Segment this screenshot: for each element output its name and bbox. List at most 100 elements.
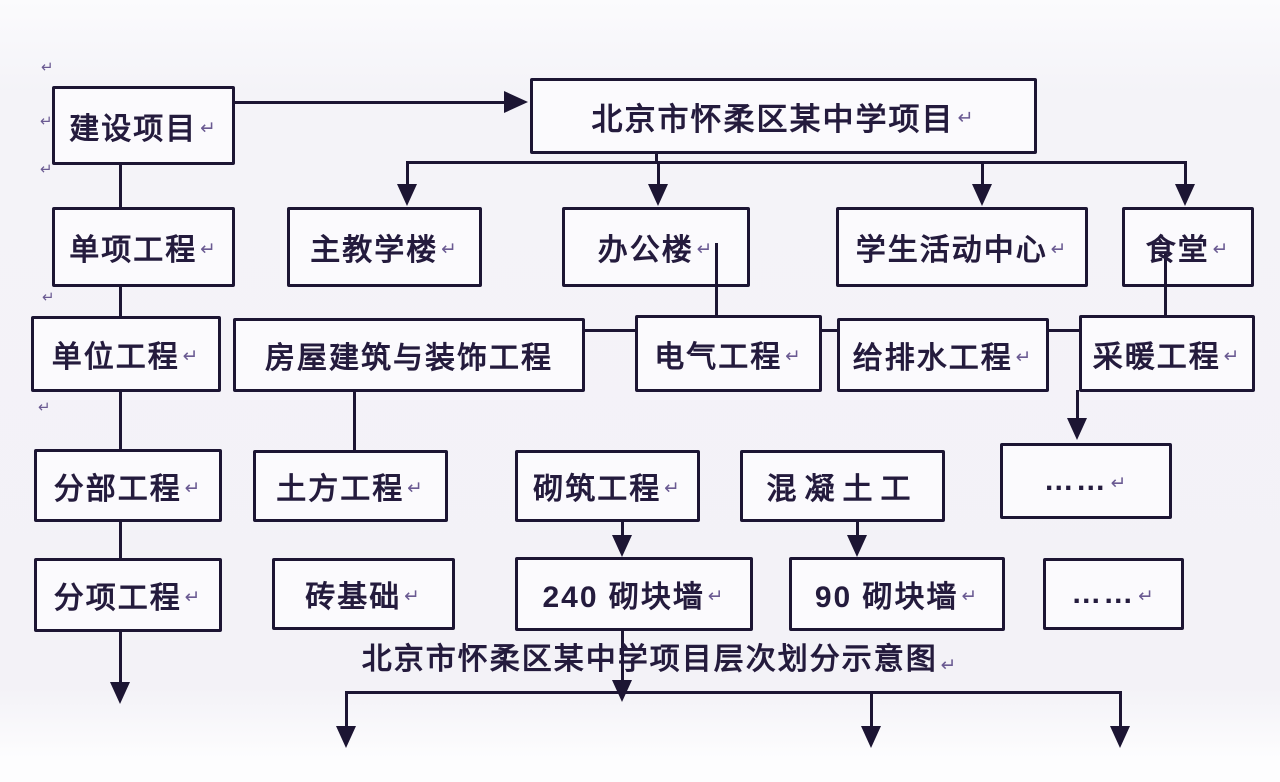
arrow-down-icon — [612, 535, 632, 557]
box-label: 90 砌块墙 — [814, 581, 959, 614]
connector-line — [585, 329, 635, 332]
box-label: 电气工程 — [654, 340, 783, 374]
box-label: 砖基础 — [305, 581, 402, 614]
connector-line — [119, 390, 122, 449]
box-label: 食堂 — [1145, 234, 1210, 267]
connector-line — [345, 691, 1122, 694]
box-90-block-wall: 90 砌块墙↵ — [789, 557, 1005, 631]
box-label: 混凝土工 — [766, 473, 919, 506]
arrow-down-icon — [1175, 184, 1195, 206]
line-break-mark: ↵ — [184, 476, 203, 498]
box-label: 采暖工程 — [1092, 340, 1221, 374]
line-break-mark: ↵ — [404, 585, 422, 606]
connector-line — [655, 152, 658, 164]
connector-line — [407, 161, 1187, 164]
line-break-mark: ↵ — [1212, 238, 1231, 259]
arrow-down-icon — [110, 682, 130, 704]
connector-line — [1049, 329, 1079, 332]
arrow-down-icon — [972, 184, 992, 206]
connector-line — [870, 691, 873, 727]
box-concrete-works: 混凝土工 — [740, 450, 945, 522]
line-break-mark: ↵ — [1138, 585, 1156, 606]
box-240-block-wall: 240 砌块墙↵ — [515, 557, 753, 631]
connector-line — [119, 163, 122, 208]
box-office-building: 办公楼↵ — [562, 207, 750, 287]
line-break-mark: ↵ — [696, 238, 715, 259]
connector-line — [1119, 691, 1122, 727]
box-label: 给排水工程 — [852, 342, 1013, 375]
box-ellipsis-2: ……↵ — [1043, 558, 1184, 630]
line-break-mark: ↵ — [40, 113, 53, 130]
line-break-mark: ↵ — [1015, 346, 1034, 367]
box-masonry-works: 砌筑工程↵ — [515, 450, 700, 522]
line-break-mark: ↵ — [707, 585, 726, 606]
connector-line — [1164, 252, 1167, 318]
box-label: …… — [1043, 464, 1108, 497]
box-canteen: 食堂↵ — [1122, 207, 1254, 287]
connector-line — [715, 243, 718, 318]
box-divisional-works: 分部工程↵ — [34, 449, 222, 522]
box-water-supply-drainage-works: 给排水工程↵ — [837, 318, 1049, 392]
connector-line — [657, 161, 660, 187]
box-label: 单项工程 — [69, 234, 198, 267]
connector-line — [406, 161, 409, 187]
box-label: …… — [1071, 577, 1136, 610]
line-break-mark: ↵ — [940, 654, 959, 675]
box-label: 分部工程 — [53, 472, 182, 506]
box-label: 北京市怀柔区某中学项目 — [591, 101, 955, 137]
box-student-activity-center: 学生活动中心↵ — [836, 207, 1088, 287]
line-break-mark: ↵ — [785, 344, 803, 366]
line-break-mark: ↵ — [407, 477, 425, 498]
line-break-mark: ↵ — [441, 238, 459, 259]
connector-line — [621, 521, 624, 537]
arrow-right-icon — [504, 91, 528, 113]
line-break-mark: ↵ — [182, 345, 201, 366]
box-label: 单位工程 — [51, 341, 180, 374]
box-label: 主教学楼 — [310, 234, 439, 267]
box-unit-project: 单位工程↵ — [31, 316, 221, 392]
arrow-down-icon — [648, 184, 668, 206]
connector-line — [1184, 161, 1187, 187]
line-break-mark: ↵ — [184, 586, 203, 607]
box-label: 房屋建筑与装饰工程 — [265, 342, 553, 375]
connector-line — [981, 161, 984, 187]
connector-line — [1076, 390, 1079, 420]
box-ellipsis-1: ……↵ — [1000, 443, 1172, 519]
arrow-down-icon — [1110, 726, 1130, 748]
box-earthworks: 土方工程↵ — [253, 450, 448, 522]
arrow-down-icon — [861, 726, 881, 748]
line-break-mark: ↵ — [1050, 238, 1069, 259]
box-construction-project: 建设项目↵ — [52, 86, 235, 165]
diagram-caption: 北京市怀柔区某中学项目层次划分示意图↵ — [330, 634, 990, 678]
box-electrical-works: 电气工程↵ — [635, 315, 822, 392]
box-label: 土方工程 — [276, 473, 405, 506]
box-heating-works: 采暖工程↵ — [1079, 315, 1255, 392]
box-itemized-works: 分项工程↵ — [34, 558, 222, 632]
line-break-mark: ↵ — [200, 116, 218, 138]
line-break-mark: ↵ — [957, 108, 976, 129]
arrow-down-icon — [397, 184, 417, 206]
connector-line — [345, 691, 348, 727]
box-label: 分项工程 — [53, 582, 182, 615]
box-label: 办公楼 — [597, 234, 694, 267]
line-break-mark: ↵ — [664, 477, 682, 498]
arrow-down-icon — [847, 535, 867, 557]
line-break-mark: ↵ — [41, 59, 54, 76]
connector-line — [621, 631, 624, 682]
connector-line — [856, 521, 859, 537]
line-break-mark: ↵ — [38, 399, 51, 416]
connector-line — [822, 329, 837, 332]
line-break-mark: ↵ — [961, 585, 980, 606]
arrow-down-icon — [336, 726, 356, 748]
box-label: 建设项目 — [69, 112, 198, 146]
arrow-down-icon — [1067, 418, 1087, 440]
connector-line — [119, 521, 122, 558]
arrow-down-icon — [612, 680, 632, 702]
connector-line — [119, 285, 122, 318]
caption-text: 北京市怀柔区某中学项目层次划分示意图 — [361, 643, 938, 676]
box-main-teaching-building: 主教学楼↵ — [287, 207, 482, 287]
connector-line — [233, 101, 509, 104]
line-break-mark: ↵ — [42, 289, 55, 306]
box-building-decoration-works: 房屋建筑与装饰工程 — [233, 318, 585, 392]
